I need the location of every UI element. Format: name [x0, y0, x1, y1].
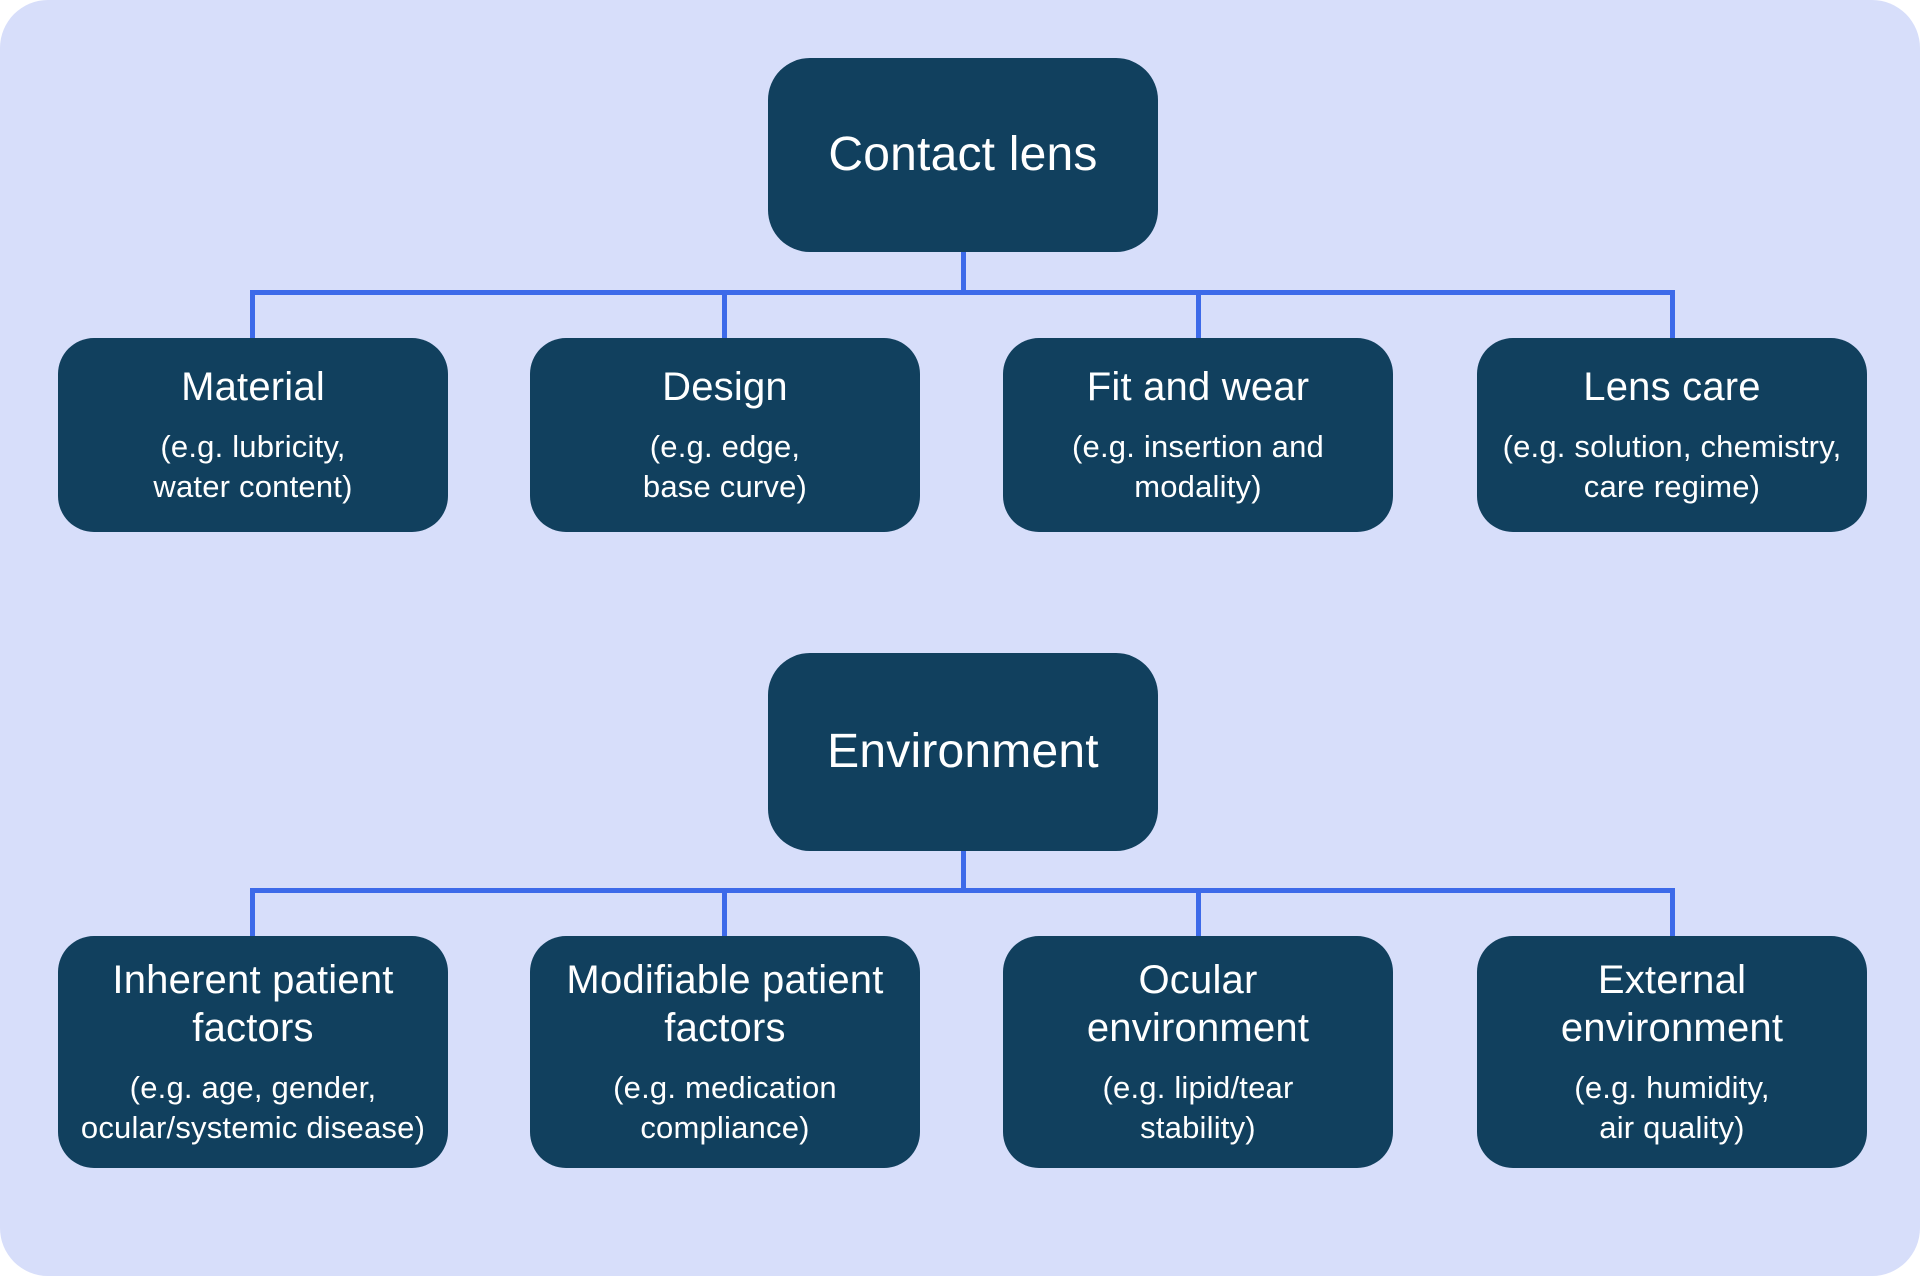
connector-drop-modifiable-patient-factors [722, 888, 727, 936]
connector-drop-fit-and-wear [1196, 290, 1201, 338]
connector-drop-material [250, 290, 255, 338]
node-subtitle: (e.g. lipid/tear stability) [1102, 1070, 1294, 1145]
node-external-environment: External environment (e.g. humidity, air… [1477, 936, 1867, 1168]
node-title: Design [662, 365, 788, 410]
node-subtitle: (e.g. age, gender, ocular/systemic disea… [80, 1070, 426, 1145]
node-title: Modifiable patient factors [566, 958, 884, 1051]
connector-drop-design [722, 290, 727, 338]
connector-drop-inherent-patient-factors [250, 888, 255, 936]
connector-drop-lens-care [1670, 290, 1675, 338]
node-modifiable-patient-factors: Modifiable patient factors (e.g. medicat… [530, 936, 920, 1168]
node-ocular-environment: Ocular environment (e.g. lipid/tear stab… [1003, 936, 1393, 1168]
node-subtitle: (e.g. edge, base curve) [642, 429, 808, 504]
node-subtitle: (e.g. medication compliance) [613, 1070, 837, 1145]
node-subtitle: (e.g. lubricity, water content) [153, 429, 353, 504]
node-contact-lens: Contact lens [768, 58, 1158, 252]
node-title: Ocular environment [1086, 958, 1310, 1051]
connector-drop-external-environment [1670, 888, 1675, 936]
node-title: Environment [827, 725, 1099, 779]
node-inherent-patient-factors: Inherent patient factors (e.g. age, gend… [58, 936, 448, 1168]
connector-drop-ocular-environment [1196, 888, 1201, 936]
node-subtitle: (e.g. solution, chemistry, care regime) [1502, 429, 1842, 504]
connector-environment-rail [250, 888, 1675, 893]
node-title: Fit and wear [1086, 365, 1310, 410]
connector-environment-stem [961, 851, 966, 893]
node-title: Contact lens [828, 128, 1098, 182]
node-subtitle: (e.g. insertion and modality) [1072, 429, 1324, 504]
node-title: Material [181, 365, 325, 410]
node-subtitle: (e.g. humidity, air quality) [1574, 1070, 1770, 1145]
node-environment: Environment [768, 653, 1158, 851]
node-material: Material (e.g. lubricity, water content) [58, 338, 448, 532]
node-title: External environment [1560, 958, 1784, 1051]
node-lens-care: Lens care (e.g. solution, chemistry, car… [1477, 338, 1867, 532]
connector-contact-lens-rail [250, 290, 1675, 295]
node-fit-and-wear: Fit and wear (e.g. insertion and modalit… [1003, 338, 1393, 532]
node-title: Lens care [1583, 365, 1761, 410]
node-title: Inherent patient factors [112, 958, 394, 1051]
connector-contact-lens-stem [961, 252, 966, 295]
node-design: Design (e.g. edge, base curve) [530, 338, 920, 532]
